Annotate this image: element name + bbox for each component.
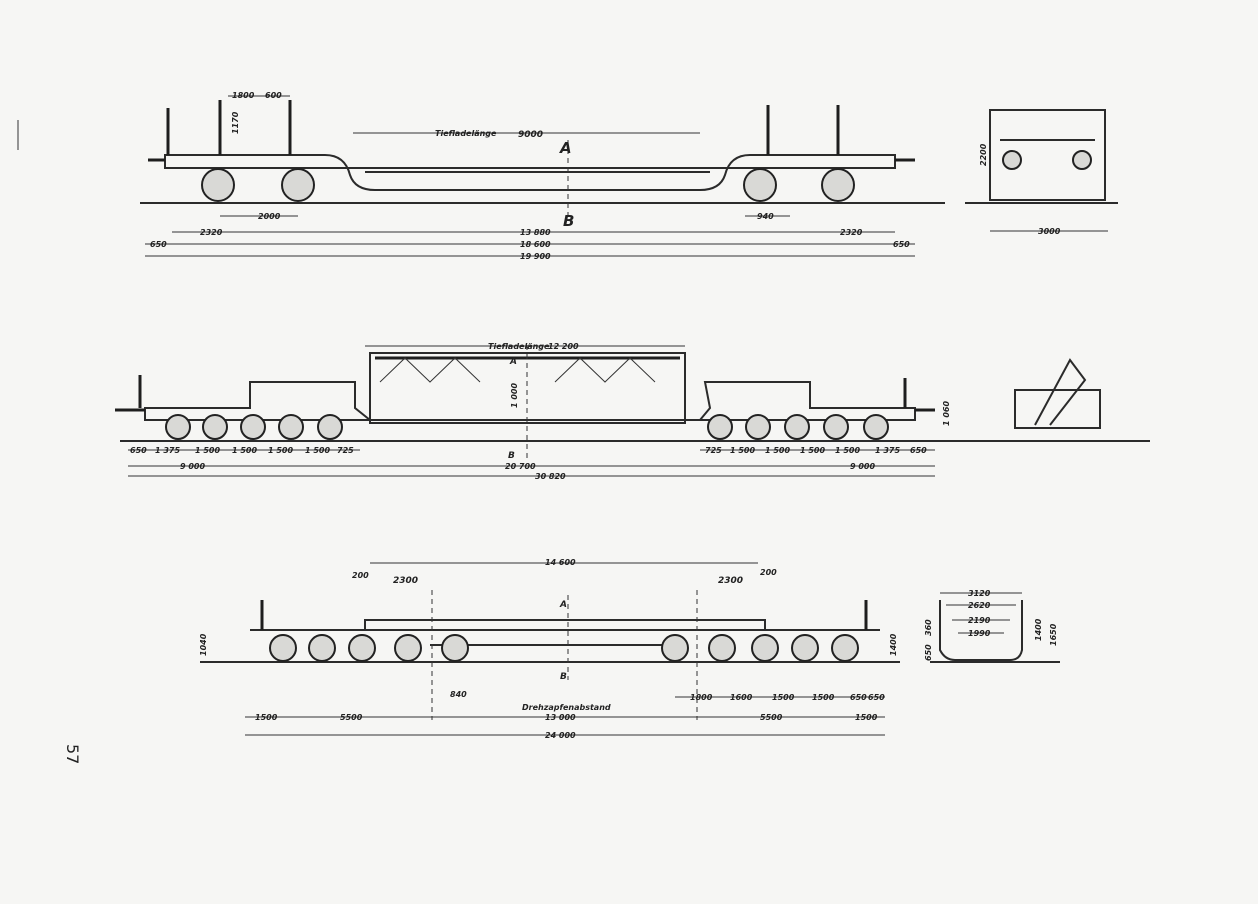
dim-left-2: 1 500	[195, 446, 220, 455]
page-number: 57	[63, 744, 82, 764]
dim-right-group: 9 000	[850, 462, 875, 471]
end-dim-4: 1400	[1034, 618, 1043, 641]
dim-overall-length-2: 30 820	[535, 472, 566, 481]
wagon-2-frame	[144, 381, 916, 421]
end-dim-7: 360	[924, 619, 933, 636]
dim-axle-2: 1500	[772, 693, 795, 702]
dim-pivot-distance: 13 880	[520, 228, 551, 237]
dim-left-1: 1 375	[155, 446, 180, 455]
dim-stanchion-height: 1170	[231, 111, 240, 134]
dim-inner-right: 2300	[718, 576, 743, 586]
wagon-1-end-view	[965, 109, 1118, 232]
dim-axle-0: 1800	[690, 693, 713, 702]
wagon-3-girder	[364, 619, 766, 631]
load-length-value-2: 12 200	[548, 342, 579, 351]
dim-end-right: 1500	[855, 713, 878, 722]
end-dim-2: 2190	[968, 616, 991, 625]
dim-axle-4: 650	[850, 693, 867, 702]
crane-jib	[1034, 358, 1087, 426]
dim-left-3: 1 500	[232, 446, 257, 455]
dim-axle-3: 1500	[812, 693, 835, 702]
dim-buffer-height: 1 060	[942, 401, 951, 426]
end-dim-6: 650	[924, 644, 933, 661]
dim-overall-length-3: 24 000	[545, 731, 576, 740]
dim-axle-5: 650	[868, 693, 885, 702]
load-length-value: 9000	[518, 130, 543, 140]
bridge-girder	[369, 352, 686, 424]
dim-left-6: 725	[337, 446, 354, 455]
dim-right-6: 650	[910, 446, 927, 455]
dim-bogie-left: 2320	[200, 228, 223, 237]
dim-wheel-3: 840	[450, 690, 467, 699]
section-b-label-3: B	[560, 672, 567, 682]
bogie-wheel	[743, 168, 777, 202]
dim-stanchion-2: 600	[265, 91, 282, 100]
dim-left-5: 1 500	[305, 446, 330, 455]
end-dim-5: 1650	[1049, 623, 1058, 646]
wagon-1-side-view	[140, 95, 945, 257]
dim-right-1: 1 500	[730, 446, 755, 455]
dim-bogie-wheelbase: 2000	[258, 212, 281, 221]
dim-bogie-right-3: 5500	[760, 713, 783, 722]
dim-frame-length: 18 600	[520, 240, 551, 249]
wagon-3-end-view	[930, 592, 1060, 663]
dim-offset-left: 200	[352, 571, 369, 580]
dim-axle-1: 1600	[730, 693, 753, 702]
dim-left-0: 650	[130, 446, 147, 455]
dim-overall-length: 19 900	[520, 252, 551, 261]
dim-left-group: 9 000	[180, 462, 205, 471]
truss	[379, 357, 656, 383]
end-dim-1: 2620	[968, 601, 991, 610]
dim-right-5: 1 375	[875, 446, 900, 455]
bogie-wheel	[821, 168, 855, 202]
section-b-label-2: B	[508, 451, 515, 461]
dim-right-2: 1 500	[765, 446, 790, 455]
dim-right-0: 725	[705, 446, 722, 455]
dim-end-left: 1500	[255, 713, 278, 722]
dim-right-4: 1 500	[835, 446, 860, 455]
dim-buffer-right: 650	[893, 240, 910, 249]
section-a-label-2: A	[509, 357, 517, 367]
bogie-wheel	[201, 168, 235, 202]
dim-pivot-distance-3: 13 000	[545, 713, 576, 722]
dim-buffer-left: 650	[150, 240, 167, 249]
dim-height-left: 1040	[199, 633, 208, 656]
load-length-label-2: Tiefladelänge	[488, 342, 550, 351]
dim-offset-right: 200	[760, 568, 777, 577]
dim-load-length-3: 14 600	[545, 558, 576, 567]
load-length-label: Tiefladelänge	[435, 129, 497, 138]
wagon-1-frame	[164, 154, 896, 191]
end-dim-0: 3120	[968, 589, 991, 598]
dim-pivot-distance-2: 20 700	[505, 462, 536, 471]
wagon-3-side-view	[200, 562, 900, 736]
dim-deck-height: 1 000	[510, 383, 519, 408]
end-dim-3: 1990	[968, 629, 991, 638]
dim-bogie-right: 2320	[840, 228, 863, 237]
dim-right-3: 1 500	[800, 446, 825, 455]
section-a-label: A	[559, 139, 572, 157]
dim-end-width: 3000	[1038, 227, 1061, 236]
pivot-distance-label: Drehzapfenabstand	[522, 703, 611, 712]
dim-left-4: 1 500	[268, 446, 293, 455]
dim-end-height: 2200	[979, 143, 988, 166]
wagon-2-side-view	[115, 345, 1150, 477]
dim-wheel: 940	[757, 212, 774, 221]
dim-bogie-left-3: 5500	[340, 713, 363, 722]
dim-inner-left: 2300	[393, 576, 418, 586]
section-a-label-3: A	[559, 600, 567, 610]
bogie-wheel	[281, 168, 315, 202]
section-b-label: B	[563, 212, 574, 230]
dim-stanchion-1: 1800	[232, 91, 255, 100]
dim-height-right: 1400	[889, 633, 898, 656]
wagon-2-end-view	[985, 358, 1150, 442]
